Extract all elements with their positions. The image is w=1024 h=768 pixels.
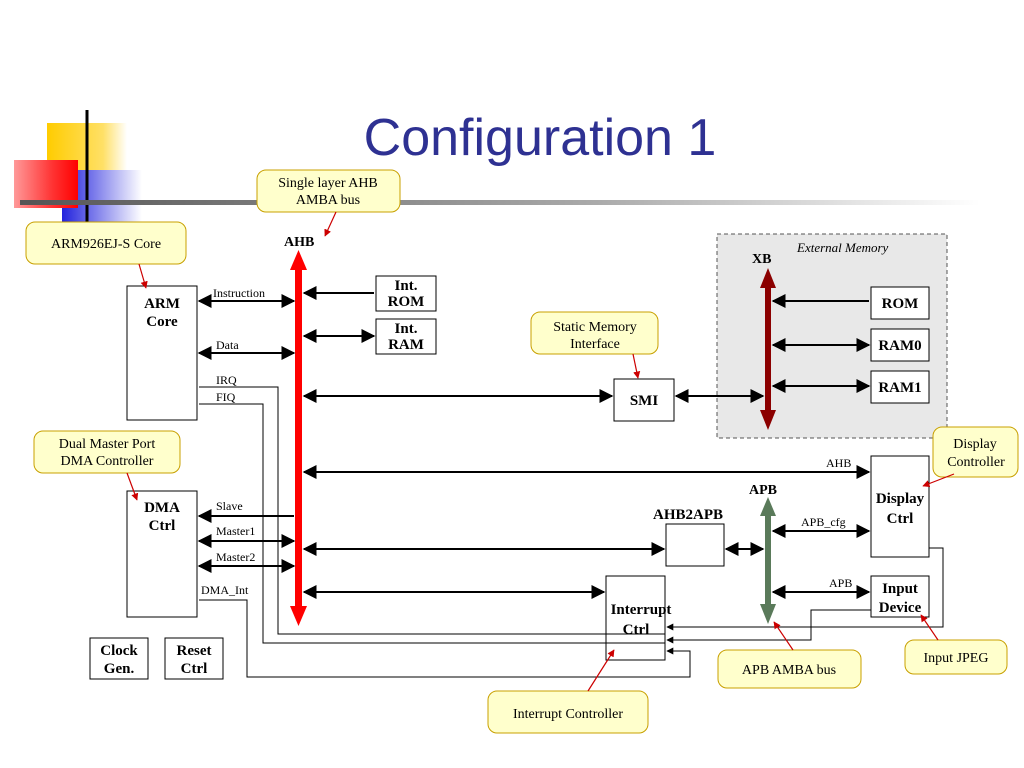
svg-text:Display: Display [876, 491, 925, 507]
callout-input-jpeg: Input JPEG [904, 614, 1008, 675]
instruction-label: Instruction [213, 286, 265, 300]
input-int-wire [666, 609, 871, 644]
svg-text:ROM: ROM [882, 296, 919, 312]
apb-cfg-label: APB_cfg [801, 515, 846, 529]
int-ram-block: Int. RAM [375, 318, 437, 355]
callout-static-memory: Static Memory Interface [530, 311, 659, 379]
svg-text:RAM1: RAM1 [878, 380, 921, 396]
svg-text:Interrupt: Interrupt [611, 602, 672, 618]
display-ctrl-block: Display Ctrl [870, 455, 930, 558]
svg-text:Static Memory: Static Memory [553, 320, 637, 335]
svg-text:Ctrl: Ctrl [181, 661, 208, 677]
dma-ctrl-block: DMA Ctrl [126, 490, 198, 618]
apb-label: APB [829, 576, 852, 590]
svg-text:DMA: DMA [144, 500, 180, 516]
dma-int-label: DMA_Int [201, 583, 249, 597]
slide-title: Configuration 1 [363, 109, 717, 167]
svg-text:Int.: Int. [395, 321, 418, 337]
connections [197, 286, 871, 599]
irq-wire [199, 386, 665, 635]
irq-label: IRQ [216, 373, 237, 387]
master2-label: Master2 [216, 550, 255, 564]
display-int-wire [666, 547, 944, 631]
corner-decoration [14, 110, 142, 222]
smi-block: SMI [613, 378, 675, 422]
callout-display-controller: Display Controller [922, 426, 1019, 488]
dma-int-wire [199, 599, 691, 678]
input-device-block: Input Device [870, 575, 930, 618]
svg-text:RAM: RAM [388, 337, 424, 353]
svg-text:ARM926EJ-S Core: ARM926EJ-S Core [51, 237, 161, 252]
svg-text:Single layer AHB: Single layer AHB [278, 176, 378, 191]
svg-text:Dual Master Port: Dual Master Port [59, 437, 156, 452]
xb-bus-label: XB [752, 252, 771, 267]
apb-bus-label: APB [749, 483, 777, 498]
reset-ctrl-block: Reset Ctrl [164, 637, 224, 680]
svg-text:ARM: ARM [144, 296, 180, 312]
callout-apb-amba: APB AMBA bus [717, 621, 862, 689]
arm-core-block: ARM Core [126, 285, 198, 421]
svg-text:ROM: ROM [388, 294, 425, 310]
svg-text:Core: Core [146, 314, 178, 330]
title-rule [20, 200, 980, 205]
svg-text:RAM0: RAM0 [878, 338, 921, 354]
ahb2apb-label: AHB2APB [653, 507, 723, 523]
svg-text:APB AMBA bus: APB AMBA bus [742, 663, 836, 678]
svg-text:AMBA bus: AMBA bus [296, 193, 360, 208]
svg-text:Ctrl: Ctrl [623, 622, 650, 638]
display-ahb-label: AHB [826, 456, 851, 470]
clock-gen-block: Clock Gen. [89, 637, 149, 680]
svg-text:Interface: Interface [570, 337, 620, 352]
svg-text:Ctrl: Ctrl [149, 518, 176, 534]
svg-text:Device: Device [879, 600, 922, 616]
slave-label: Slave [216, 499, 243, 513]
ahb-bus [290, 250, 307, 626]
svg-text:Int.: Int. [395, 278, 418, 294]
fiq-label: FIQ [216, 390, 236, 404]
svg-text:Controller: Controller [947, 455, 1005, 470]
rom-block: ROM [870, 286, 930, 320]
svg-text:DMA Controller: DMA Controller [61, 454, 154, 469]
ahb2apb-block [665, 523, 725, 567]
int-rom-block: Int. ROM [375, 275, 437, 312]
external-memory-label: External Memory [796, 240, 889, 255]
svg-text:Interrupt Controller: Interrupt Controller [513, 707, 623, 722]
interrupt-wires [199, 386, 944, 678]
interrupt-ctrl-block: Interrupt Ctrl [605, 575, 672, 661]
svg-text:Ctrl: Ctrl [887, 511, 914, 527]
svg-text:Input JPEG: Input JPEG [924, 651, 989, 666]
xb-bus [760, 268, 776, 430]
master1-label: Master1 [216, 524, 255, 538]
data-label: Data [216, 338, 239, 352]
callout-interrupt-controller: Interrupt Controller [487, 649, 649, 734]
svg-text:Clock: Clock [100, 643, 138, 659]
callout-single-layer: Single layer AHB AMBA bus [256, 169, 401, 237]
apb-bus [760, 497, 776, 624]
svg-text:Reset: Reset [177, 643, 212, 659]
fiq-wire [199, 403, 665, 644]
svg-text:Display: Display [953, 437, 997, 452]
svg-text:Gen.: Gen. [104, 661, 135, 677]
ahb-bus-label: AHB [284, 235, 314, 250]
callout-dual-master: Dual Master Port DMA Controller [33, 430, 181, 501]
ram1-block: RAM1 [870, 370, 930, 404]
callout-arm926: ARM926EJ-S Core [25, 221, 187, 289]
svg-text:SMI: SMI [630, 393, 659, 409]
svg-text:Input: Input [882, 581, 918, 597]
ram0-block: RAM0 [870, 328, 930, 362]
